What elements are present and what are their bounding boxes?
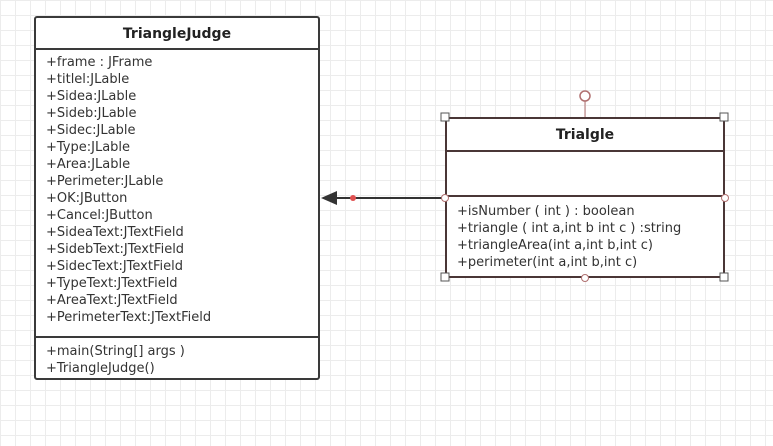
attribute-line: +Sideb:JLable	[46, 106, 137, 121]
operation-line: +triangleArea(int a,int b,int c)	[457, 238, 653, 253]
class-name: Trialgle	[447, 119, 723, 152]
arrowhead-icon	[321, 191, 337, 205]
operation-line: +perimeter(int a,int b,int c)	[457, 255, 638, 270]
operation-line: +isNumber ( int ) : boolean	[457, 204, 635, 219]
connector-point[interactable]	[350, 195, 356, 201]
attribute-line: +OK:JButton	[46, 191, 128, 206]
class-box-triangle-judge[interactable]: TriangleJudge +frame : JFrame +titlel:JLa…	[34, 16, 320, 380]
attribute-line: +TypeText:JTextField	[46, 276, 178, 291]
attribute-line: +PerimeterText:JTextField	[46, 310, 212, 325]
attributes-section	[447, 152, 723, 197]
attribute-line: +SideaText:JTextField	[46, 225, 184, 240]
operations-section: +isNumber ( int ) : boolean +triangle ( i…	[447, 197, 723, 271]
attribute-line: +Sidec:JLable	[46, 123, 136, 138]
attribute-line: +AreaText:JTextField	[46, 293, 178, 308]
attribute-line: +titlel:JLable	[46, 72, 130, 87]
attribute-line: +Type:JLable	[46, 140, 131, 155]
attribute-line: +Cancel:JButton	[46, 208, 153, 223]
operation-line: +main(String[] args )	[46, 344, 185, 359]
attributes-section: +frame : JFrame +titlel:JLable +Sidea:JLab…	[36, 50, 318, 338]
attribute-line: +Perimeter:JLable	[46, 174, 164, 189]
operation-line: +triangle ( int a,int b int c ) :string	[457, 221, 682, 236]
attribute-line: +Area:JLable	[46, 157, 131, 172]
class-name: TriangleJudge	[36, 18, 318, 50]
attribute-line: +Sidea:JLable	[46, 89, 137, 104]
operation-line: +TriangleJudge()	[46, 361, 155, 376]
attribute-line: +SidecText:JTextField	[46, 259, 183, 274]
attribute-line: +frame : JFrame	[46, 55, 153, 70]
class-box-trialgle[interactable]: Trialgle +isNumber ( int ) : boolean +tri…	[445, 117, 725, 278]
rotate-handle-icon[interactable]	[579, 90, 591, 102]
attribute-line: +SidebText:JTextField	[46, 242, 185, 257]
operations-section: +main(String[] args ) +TriangleJudge()	[36, 338, 318, 377]
